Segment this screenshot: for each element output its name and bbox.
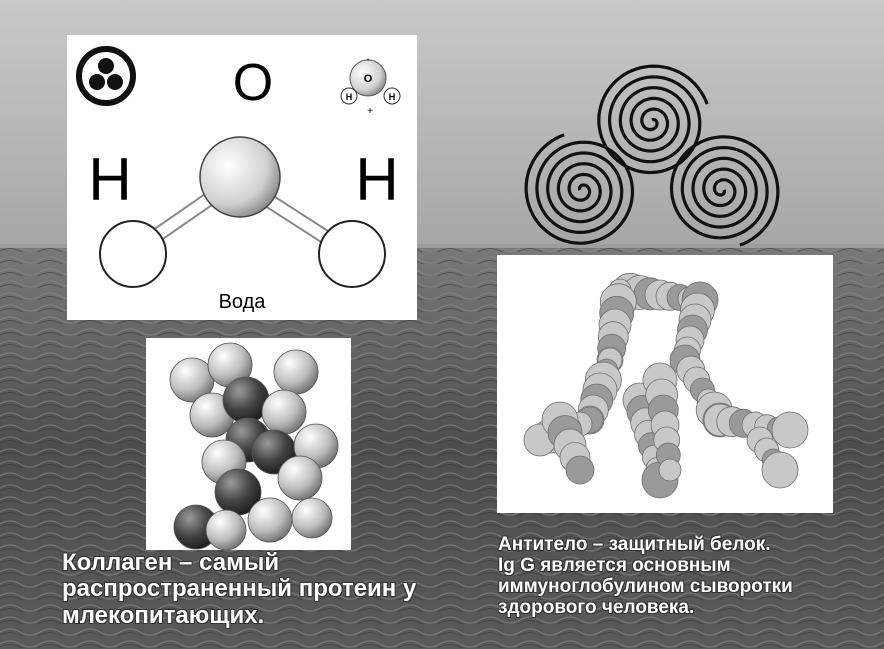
antibody-caption-line: иммуноглобулином сыворотки bbox=[498, 575, 793, 597]
hydrogen-label-right: H bbox=[355, 146, 398, 213]
antibody-surface-bump bbox=[658, 458, 682, 482]
collagen-atom bbox=[205, 509, 247, 551]
triple-spiral-icon bbox=[524, 64, 780, 247]
hydrogen-label-left: H bbox=[88, 146, 131, 213]
oxygen-atom bbox=[199, 136, 281, 218]
bond-left-fill bbox=[144, 189, 221, 246]
mini-oxygen-label: O bbox=[364, 73, 373, 85]
antibody-surface-bump bbox=[761, 451, 799, 489]
collagen-caption-line: распространенный протеин у bbox=[62, 575, 417, 603]
collagen-atom bbox=[277, 455, 323, 501]
hydrogen-atom-left bbox=[99, 220, 167, 288]
collagen-caption: Коллаген – самый распространенный протеи… bbox=[62, 549, 417, 629]
hydrogen-atom-right bbox=[318, 220, 386, 288]
spiral-arm bbox=[669, 135, 780, 247]
collagen-image bbox=[146, 338, 351, 551]
collagen-atom bbox=[291, 497, 333, 539]
mini-charge-minus: - bbox=[367, 54, 370, 64]
mini-hydrogen-left: H bbox=[346, 92, 353, 102]
collagen-atom bbox=[273, 349, 319, 395]
antibody-image bbox=[497, 255, 833, 513]
antibody-caption-line: Ig G является основным bbox=[498, 554, 731, 576]
water-molecule-panel: O O H H - + H H Вода bbox=[67, 35, 417, 320]
antibody-caption-line: Антитело – защитный белок. bbox=[498, 534, 771, 555]
water-caption: Вода bbox=[219, 291, 267, 313]
antibody-surface-bump bbox=[565, 455, 595, 485]
horizon-line bbox=[0, 244, 884, 248]
antibody-surface-bump bbox=[771, 411, 809, 449]
antibody-hinge-gap bbox=[641, 328, 669, 352]
three-dots-circle-icon bbox=[76, 46, 136, 106]
mini-water-molecule-icon: O H H - + bbox=[340, 54, 401, 117]
oxygen-label: O bbox=[233, 54, 273, 112]
collagen-atom bbox=[261, 389, 307, 435]
mini-charge-plus: + bbox=[367, 106, 373, 117]
antibody-caption-line: здорового человека. bbox=[498, 596, 695, 618]
collagen-atom bbox=[247, 497, 293, 543]
collagen-caption-line: млекопитающих. bbox=[62, 601, 265, 629]
antibody-caption: Антитело – защитный белок. Ig G является… bbox=[498, 534, 793, 619]
spiral-arm bbox=[524, 133, 635, 245]
mini-hydrogen-right: H bbox=[389, 92, 396, 102]
collagen-caption-line: Коллаген – самый bbox=[62, 549, 280, 576]
